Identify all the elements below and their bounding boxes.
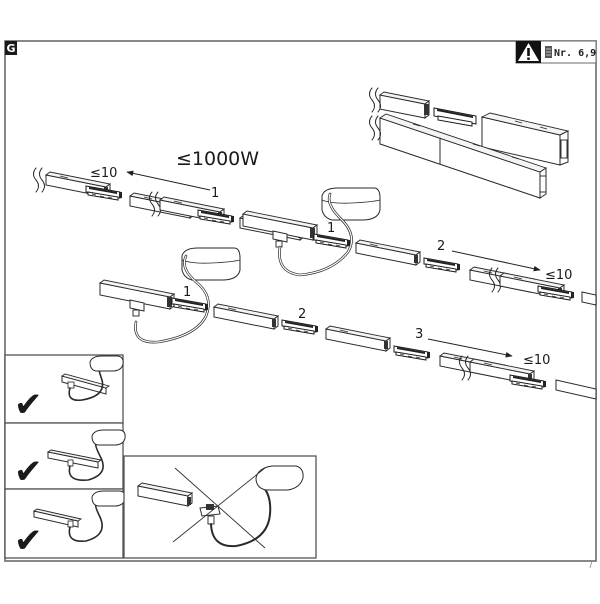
example-panel-1: ✔ [4,354,124,425]
chain-1-step: 1 [211,186,219,201]
section-badge: G [5,41,17,55]
reference-badge: Nr. 6,9 [515,40,597,64]
example-panel-2: ✔ [4,422,126,492]
upper-feed-step: 1 [327,221,335,236]
rail-chain-2: 2 ≤10 [355,239,597,306]
direction-arrow-2 [451,250,541,272]
checkmark-icon: ✔ [14,452,43,492]
checkmark-icon: ✔ [14,385,43,425]
chain-3-step: 3 [415,327,423,342]
checkmark-icon: ✔ [14,521,43,561]
lower-power-feed: 1 [99,247,241,344]
max-power-label: ≤1000W [176,148,259,170]
chain-1-limit: ≤10 [90,166,117,181]
direction-arrow-1 [126,170,211,191]
rail-chain-3: 2 3 ≤10 [213,303,597,400]
rail-chain-1: ≤10 1 [33,166,305,241]
chain-3-intermediate-step: 2 [298,307,306,322]
warning-triangle-icon [518,43,539,61]
manual-booklet-icon [545,46,552,58]
chain-2-limit: ≤10 [545,268,572,283]
example-panel-incorrect [123,455,317,559]
upper-power-feed: 1 [242,187,381,277]
cross-out-icon [172,467,266,549]
reference-text: Nr. 6,9 [554,48,596,59]
rail-joint-detail [369,87,570,199]
chain-2-step: 2 [437,239,445,254]
section-letter: G [6,42,15,55]
example-panel-3: ✔ [4,488,126,561]
lower-feed-step: 1 [183,285,191,300]
chain-3-limit: ≤10 [523,353,550,368]
direction-arrow-3 [427,338,513,358]
